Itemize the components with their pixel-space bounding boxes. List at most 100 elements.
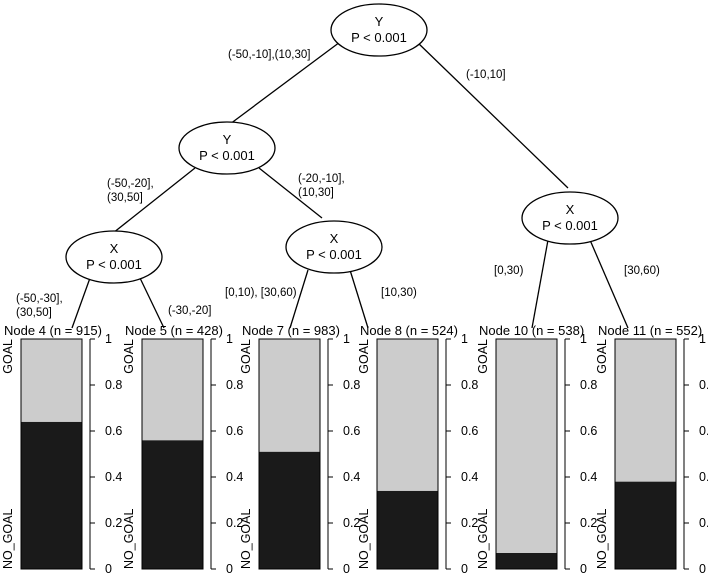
class-label-bottom: NO_GOAL [239,509,253,569]
edge-label-3-4-line1: (-50,-30], [16,293,63,305]
class-label-bottom: NO_GOAL [122,509,136,569]
y-tick-label: 0.4 [343,470,360,484]
edge-1-2 [225,41,341,128]
y-tick-label: 1 [699,332,706,346]
node-ellipse [285,220,383,274]
y-tick-label: 0.6 [461,424,478,438]
leaf-panel: Node 11 (n = 552)GOALNO_GOAL00.20.40.60.… [595,323,708,576]
class-label-top: GOAL [1,339,15,374]
bar-segment-goal [615,339,676,482]
inner-nodes: Y P < 0.001 Y P < 0.001 X P < 0.001 X P … [65,3,619,284]
leaf-title: Node 8 (n = 524) [360,323,458,338]
y-tick-label: 0.2 [105,516,122,530]
y-tick-label: 0 [343,562,350,576]
tree-node-2[interactable]: Y P < 0.001 [178,121,276,175]
node-variable: X [110,241,119,256]
y-tick-label: 0.4 [226,470,243,484]
edge-9-11 [589,239,629,329]
tree-node-1[interactable]: Y P < 0.001 [330,3,428,57]
bar-segment-no-goal [496,552,557,569]
edge-2-3 [112,167,196,234]
bar-segment-no-goal [259,451,320,569]
node-p-value: P < 0.001 [306,247,362,262]
node-ellipse [330,3,428,57]
edge-2-6 [258,167,323,219]
node-p-value: P < 0.001 [542,218,598,233]
node-variable: Y [375,14,384,29]
edge-label-6-7: [0,10), [30,60) [225,287,297,299]
y-tick-label: 0.2 [226,516,243,530]
y-tick-label: 1 [461,332,468,346]
bar-segment-goal [21,339,82,422]
tree-node-9[interactable]: X P < 0.001 [521,191,619,245]
node-p-value: P < 0.001 [199,148,255,163]
y-tick-label: 1 [580,332,587,346]
bar-segment-no-goal [377,490,438,569]
edge-labels: (-50,-10],(10,30] (-10,10] (-50,-20], (3… [16,49,660,319]
node-ellipse [65,230,163,284]
y-tick-label: 0.4 [105,470,122,484]
edge-label-2-3-line2: (30,50] [107,192,143,204]
class-label-bottom: NO_GOAL [476,509,490,569]
edge-6-8 [349,269,369,329]
edge-label-3-4-line2: (30,50] [16,307,52,319]
node-variable: Y [223,132,232,147]
edge-label-6-8: [10,30) [381,287,417,299]
edge-label-2-6-line1: (-20,-10], [298,173,345,185]
edge-label-3-5: (-30,-20] [168,305,211,317]
class-label-bottom: NO_GOAL [595,509,609,569]
bar-outline [376,338,439,570]
y-tick-label: 0 [699,562,706,576]
y-tick-label: 0.8 [580,378,597,392]
bar-outline [141,338,204,570]
bar-segment-no-goal [615,481,676,569]
class-label-top: GOAL [122,339,136,374]
class-label-top: GOAL [595,339,609,374]
node-ellipse [178,121,276,175]
y-tick-label: 0.4 [580,470,597,484]
y-tick-label: 0.4 [699,470,708,484]
y-tick-label: 0 [105,562,112,576]
y-tick-label: 0.6 [343,424,360,438]
y-tick-label: 1 [226,332,233,346]
tree-node-6[interactable]: X P < 0.001 [285,220,383,274]
edge-label-9-11: [30,60) [624,265,660,277]
y-tick-label: 0.2 [699,516,708,530]
bar-segment-no-goal [142,440,203,569]
edge-label-1-9: (-10,10] [466,69,506,81]
y-tick-label: 0.2 [461,516,478,530]
leaf-title: Node 11 (n = 552) [598,323,702,338]
tree-edges [71,41,629,329]
node-p-value: P < 0.001 [351,30,407,45]
y-tick-label: 0 [580,562,587,576]
y-tick-label: 0.2 [580,516,597,530]
bar-outline [258,338,321,570]
class-label-top: GOAL [239,339,253,374]
edge-1-9 [416,41,569,189]
class-label-top: GOAL [357,339,371,374]
y-tick-label: 0.8 [699,378,708,392]
bar-outline [495,338,558,570]
tree-node-3[interactable]: X P < 0.001 [65,230,163,284]
y-tick-label: 0 [461,562,468,576]
edge-label-9-10: [0,30) [494,265,524,277]
edge-label-2-3-line1: (-50,-20], [107,178,154,190]
y-tick-label: 0.2 [343,516,360,530]
bar-outline [20,338,83,570]
y-tick-label: 1 [105,332,112,346]
bar-segment-goal [142,339,203,441]
edge-9-10 [531,239,549,329]
class-label-top: GOAL [476,339,490,374]
bar-segment-goal [496,339,557,553]
node-ellipse [521,191,619,245]
bar-segment-goal [259,339,320,452]
leaf-title: Node 4 (n = 915) [4,323,102,338]
edge-6-7 [289,269,309,329]
y-tick-label: 0.8 [226,378,243,392]
y-tick-label: 1 [343,332,350,346]
